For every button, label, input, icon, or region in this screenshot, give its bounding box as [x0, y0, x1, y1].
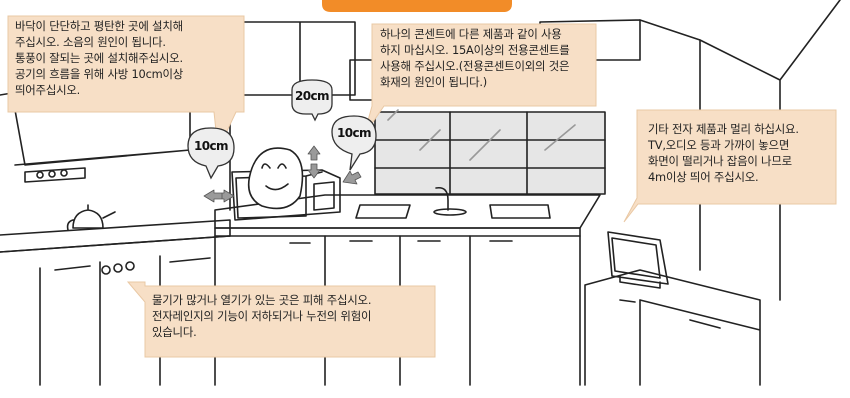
- tv: [607, 231, 669, 289]
- right-clearance-label: 10cm: [337, 126, 372, 140]
- top-badge-shape: [291, 79, 333, 122]
- microwave: [231, 169, 341, 221]
- right-badge-shape: [331, 115, 377, 171]
- right-arrow: [342, 170, 362, 185]
- outlet-note-balloon: [363, 23, 597, 136]
- title-tab: [322, 0, 512, 12]
- top-arrow: [307, 145, 321, 179]
- hood-knob: [36, 171, 44, 179]
- sink: [355, 204, 551, 219]
- water-note-balloon: [126, 281, 436, 358]
- left-badge-shape: [187, 127, 235, 180]
- tv-stand: [584, 269, 761, 386]
- left-counter: [0, 219, 231, 253]
- window-frame: [374, 111, 606, 195]
- left-arrow: [203, 189, 235, 203]
- faucet: [435, 186, 449, 211]
- left-clearance-label: 10cm: [194, 139, 229, 153]
- top-clearance-label: 20cm: [295, 89, 330, 103]
- outlet-usage-note: 하나의 콘센트에 다른 제품과 같이 사용 하지 마십시오. 15A이상의 전용…: [380, 27, 570, 89]
- electronics-note-balloon: [623, 109, 837, 223]
- electronics-distance-note: 기타 전자 제품과 멀리 하십시요. TV,오디오 등과 가까이 놓으면 화면이…: [648, 122, 799, 184]
- oven-handle: [54, 257, 211, 271]
- floor-note-balloon: [7, 15, 245, 152]
- stove-knob: [101, 265, 111, 275]
- floor-installation-note: 바닥이 단단하고 평탄한 곳에 설치해 주십시오. 소음의 원인이 됩니다. 통…: [15, 19, 184, 97]
- kettle: [66, 204, 116, 231]
- mascot: [247, 147, 304, 210]
- water-heat-note: 물기가 많거나 열기가 있는 곳은 피해 주십시오. 전자레인지의 기능이 저하…: [152, 293, 372, 339]
